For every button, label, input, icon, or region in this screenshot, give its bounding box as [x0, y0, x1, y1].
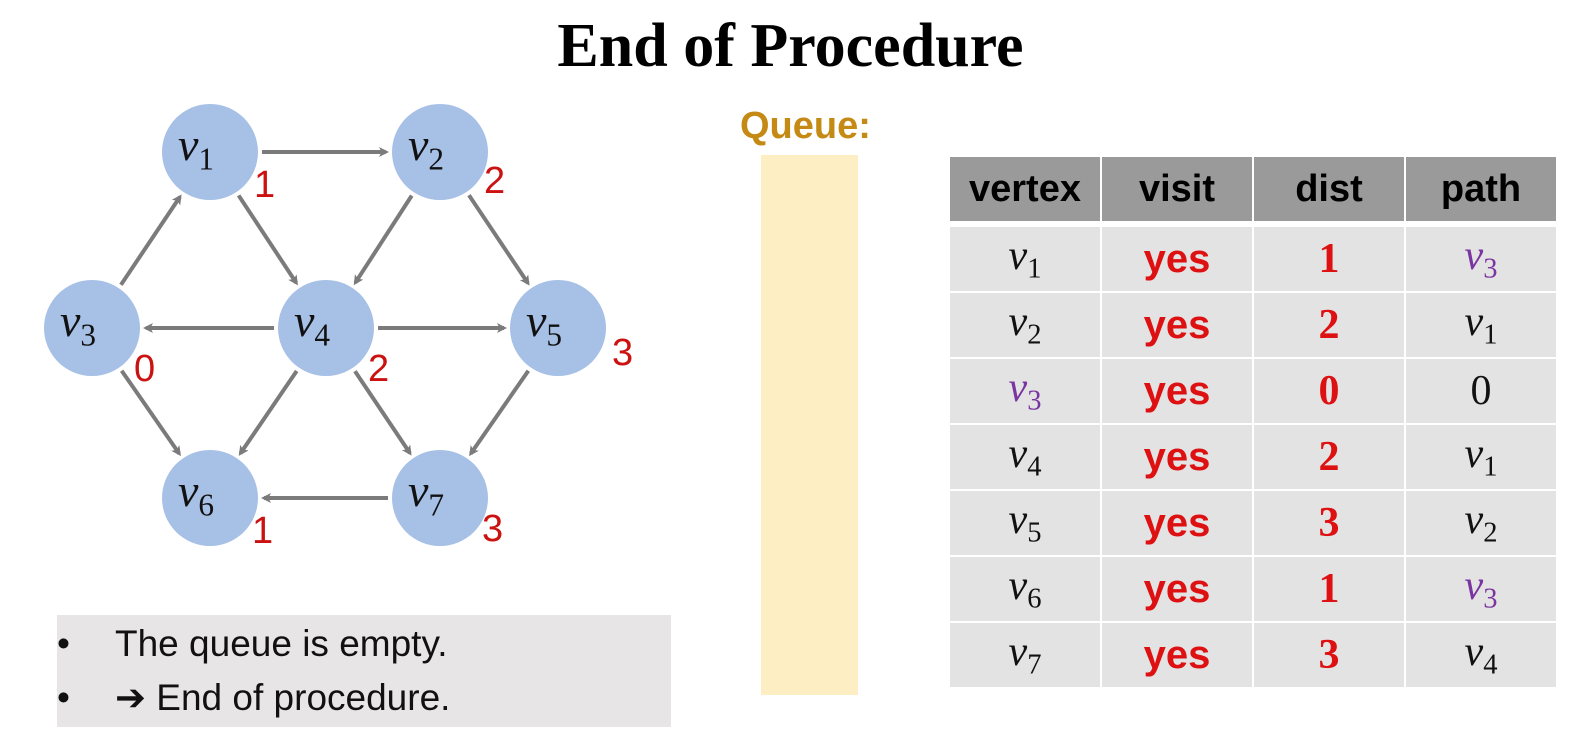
cell-path: v3 — [1404, 225, 1558, 293]
node-v1 — [162, 104, 258, 200]
cell-path: v1 — [1404, 423, 1558, 491]
edges-layer — [119, 147, 530, 503]
cell-dist: 2 — [1252, 423, 1406, 491]
node-label-v3: v3 — [60, 295, 97, 353]
note-text-2: ➔ End of procedure. — [115, 673, 450, 723]
dist-label-v7: 3 — [482, 508, 504, 550]
dist-label-v3: 0 — [134, 348, 156, 390]
bullet-icon: • — [57, 677, 70, 718]
node-v2 — [392, 104, 488, 200]
notes-box: • The queue is empty. • ➔ End of procedu… — [57, 615, 671, 727]
cell-vertex: v5 — [948, 489, 1102, 557]
dist-label-v2: 2 — [484, 160, 506, 202]
cell-vertex: v2 — [948, 291, 1102, 359]
cell-vertex: v7 — [948, 621, 1102, 689]
table-header-row: vertex visit dist path — [948, 155, 1558, 223]
right-arrow-icon: ➔ — [115, 677, 147, 718]
header-visit: visit — [1100, 155, 1254, 223]
node-v3 — [44, 280, 140, 376]
cell-visit: yes — [1100, 291, 1254, 359]
cell-dist: 3 — [1252, 489, 1406, 557]
dist-label-v5: 3 — [612, 332, 634, 374]
edge-v4-v6 — [238, 369, 299, 456]
node-label-v5: v5 — [526, 295, 563, 353]
edge-v2-v4 — [353, 194, 414, 286]
node-label-v7: v7 — [408, 465, 445, 523]
header-vertex: vertex — [948, 155, 1102, 223]
cell-visit: yes — [1100, 357, 1254, 425]
dist-label-v4: 2 — [368, 348, 390, 390]
node-label-v6: v6 — [178, 465, 215, 523]
cell-dist: 3 — [1252, 621, 1406, 689]
cell-dist: 1 — [1252, 225, 1406, 293]
edge-v3-v1 — [119, 194, 182, 286]
cell-dist: 2 — [1252, 291, 1406, 359]
graph-diagram — [44, 104, 606, 546]
cell-visit: yes — [1100, 423, 1254, 491]
header-dist: dist — [1252, 155, 1406, 223]
node-v4 — [278, 280, 374, 376]
cell-path: 0 — [1404, 357, 1558, 425]
edge-v1-v4 — [236, 194, 298, 286]
cell-visit: yes — [1100, 621, 1254, 689]
header-path: path — [1404, 155, 1558, 223]
node-label-v4: v4 — [294, 295, 331, 353]
cell-visit: yes — [1100, 555, 1254, 623]
node-label-v2: v2 — [408, 119, 445, 177]
node-v6 — [162, 450, 258, 546]
cell-path: v4 — [1404, 621, 1558, 689]
cell-vertex: v4 — [948, 423, 1102, 491]
edge-v5-v7 — [469, 369, 530, 457]
node-v5 — [510, 280, 606, 376]
bullet-icon: • — [57, 623, 70, 664]
cell-vertex: v1 — [948, 225, 1102, 293]
dist-label-v1: 1 — [254, 164, 276, 206]
nodes-layer — [44, 104, 606, 546]
cell-vertex: v6 — [948, 555, 1102, 623]
cell-visit: yes — [1100, 489, 1254, 557]
cell-dist: 0 — [1252, 357, 1406, 425]
cell-path: v2 — [1404, 489, 1558, 557]
queue-box — [761, 155, 858, 695]
edge-v2-v5 — [467, 194, 530, 286]
cell-vertex: v3 — [948, 357, 1102, 425]
cell-path: v1 — [1404, 291, 1558, 359]
cell-dist: 1 — [1252, 555, 1406, 623]
node-label-v1: v1 — [178, 119, 215, 177]
note-text-2-label: End of procedure. — [156, 677, 451, 718]
cell-path: v3 — [1404, 555, 1558, 623]
queue-label: Queue: — [740, 105, 871, 147]
node-v7 — [392, 450, 488, 546]
edge-v3-v6 — [120, 369, 181, 457]
edge-v4-v7 — [353, 370, 412, 456]
note-text-1: The queue is empty. — [115, 623, 448, 664]
page-title: End of Procedure — [557, 12, 1024, 80]
cell-visit: yes — [1100, 225, 1254, 293]
dist-label-v6: 1 — [252, 510, 274, 552]
